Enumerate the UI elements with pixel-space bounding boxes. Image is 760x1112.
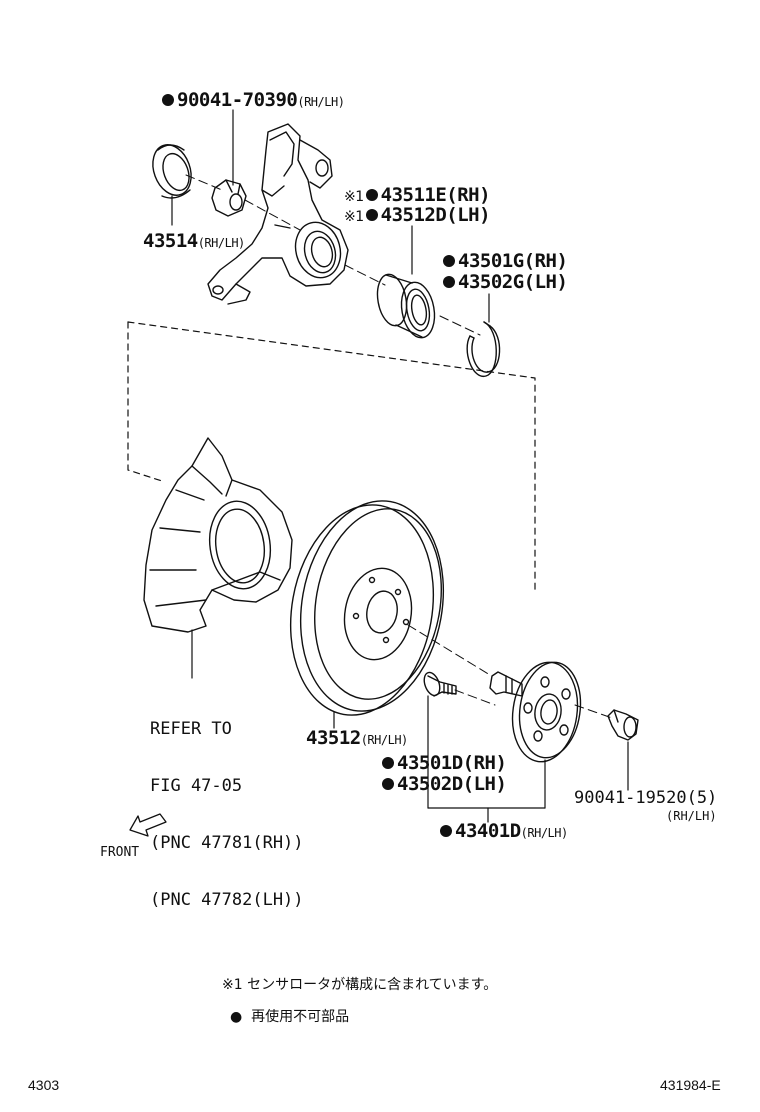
snap-ring-43501G — [466, 321, 501, 377]
reference-note: REFER TO FIG 47-05 (PNC 47781(RH)) (PNC … — [150, 719, 304, 910]
dust-seal-43514 — [152, 144, 192, 199]
non-reusable-dot-icon — [443, 276, 455, 288]
label-43502D: 43502D(LH) — [382, 775, 507, 794]
disc-dust-cover — [143, 437, 293, 633]
hub-bolt-43501D — [423, 671, 457, 697]
label-43514: 43514(RH/LH) — [143, 230, 245, 252]
non-reusable-dot-icon — [365, 209, 378, 221]
steering-knuckle — [207, 123, 349, 305]
label-43401D: 43401D(RH/LH) — [440, 822, 568, 841]
brake-disc-43512 — [289, 500, 445, 716]
non-reusable-dot-icon — [382, 757, 394, 769]
hex-nut-90041-70390 — [211, 179, 247, 217]
axle-hub-43401D — [489, 661, 582, 763]
hub-bearing-43511E — [376, 273, 436, 339]
non-reusable-dot-icon — [162, 94, 174, 106]
front-direction-arrow-icon — [129, 813, 167, 837]
label-90041-19520-suffix: (RH/LH) — [666, 809, 717, 823]
label-90041-70390: 90041-70390(RH/LH) — [162, 91, 345, 110]
non-reusable-dot-icon: ● — [230, 1009, 243, 1025]
note-sensor-rotor: ※1 センサロータが構成に含まれています。 — [222, 977, 498, 993]
label-43512: 43512(RH/LH) — [306, 727, 408, 749]
bolt-90041-19520 — [607, 709, 639, 741]
non-reusable-dot-icon — [443, 255, 455, 267]
label-43502G: 43502G(LH) — [443, 273, 568, 292]
non-reusable-dot-icon — [440, 825, 452, 837]
non-reusable-dot-icon — [382, 778, 394, 790]
assembly-dashed-outline — [127, 321, 536, 591]
note-non-reusable: ● 再使用不可部品 — [230, 1009, 350, 1025]
non-reusable-dot-icon — [365, 189, 378, 201]
leader-lines — [171, 109, 629, 823]
label-43501G: 43501G(RH) — [443, 252, 568, 271]
front-label: FRONT — [100, 845, 140, 860]
label-90041-19520: 90041-19520(5) — [574, 788, 718, 808]
diagram-code: 431984-E — [660, 1077, 721, 1093]
page-number: 4303 — [28, 1077, 60, 1093]
label-43501D: 43501D(RH) — [382, 754, 507, 773]
